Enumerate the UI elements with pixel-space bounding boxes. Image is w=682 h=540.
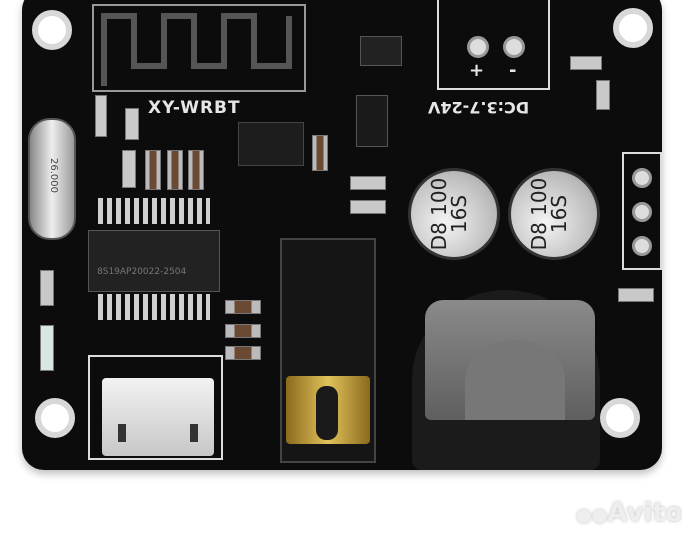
voltage-regulator — [238, 122, 304, 166]
chip-pins — [98, 294, 210, 320]
watermark-text: Avito — [607, 498, 682, 528]
diode — [360, 36, 402, 66]
potentiometer-shaft — [465, 340, 565, 420]
resistor — [125, 108, 139, 140]
mounting-hole — [32, 10, 72, 50]
header-pad — [632, 202, 652, 222]
avito-logo-icon: ●● — [576, 505, 608, 526]
capacitor-smd — [225, 324, 261, 338]
led — [40, 325, 54, 371]
potentiometer-housing — [425, 300, 595, 420]
crystal-marking: 26.000 — [48, 158, 59, 193]
capacitor-smd — [225, 300, 261, 314]
antenna-trace — [101, 13, 292, 86]
terminal-pad — [503, 36, 525, 58]
bluetooth-chip: 8S19AP20022-2504 — [88, 230, 220, 292]
minus-label: - — [509, 60, 517, 81]
antenna-area — [92, 4, 306, 92]
capacitor-smd — [167, 150, 183, 190]
resistor — [618, 288, 654, 302]
resistor — [350, 200, 386, 214]
resistor — [40, 270, 54, 306]
mounting-hole — [600, 398, 640, 438]
gold-contact — [286, 376, 370, 444]
header-pad — [632, 168, 652, 188]
audio-jack[interactable] — [280, 238, 376, 463]
terminal-pad — [467, 36, 489, 58]
resistor — [122, 150, 136, 188]
crystal-oscillator: 26.000 — [28, 118, 76, 240]
electrolytic-capacitor: D8 100 16S — [508, 168, 600, 260]
power-label: DC:3.7-24V — [428, 98, 530, 117]
plus-label: + — [469, 60, 485, 81]
pin-header — [622, 152, 662, 270]
transistor — [356, 95, 388, 147]
micro-usb-port[interactable] — [102, 378, 214, 456]
usb-latch — [190, 424, 198, 442]
chip-marking: 8S19AP20022-2504 — [97, 267, 187, 277]
header-pad — [632, 236, 652, 256]
resistor — [570, 56, 602, 70]
capacitor-marking: D8 100 16S — [527, 177, 571, 251]
capacitor-smd — [188, 150, 204, 190]
mounting-hole — [35, 398, 75, 438]
capacitor-smd — [145, 150, 161, 190]
electrolytic-capacitor: D8 100 16S — [408, 168, 500, 260]
jack-opening — [316, 386, 338, 440]
watermark: ●●Avito — [576, 498, 682, 532]
capacitor-marking: D8 100 16S — [427, 177, 471, 251]
resistor — [596, 80, 610, 110]
capacitor-smd — [225, 346, 261, 360]
capacitor-smd — [312, 135, 328, 171]
resistor — [350, 176, 386, 190]
chip-pins — [98, 198, 210, 224]
usb-latch — [118, 424, 126, 442]
model-label: XY-WRBT — [148, 98, 241, 118]
resistor — [95, 95, 107, 137]
power-terminal: + - — [437, 0, 550, 90]
mounting-hole — [613, 8, 653, 48]
usb-outline — [88, 355, 223, 460]
